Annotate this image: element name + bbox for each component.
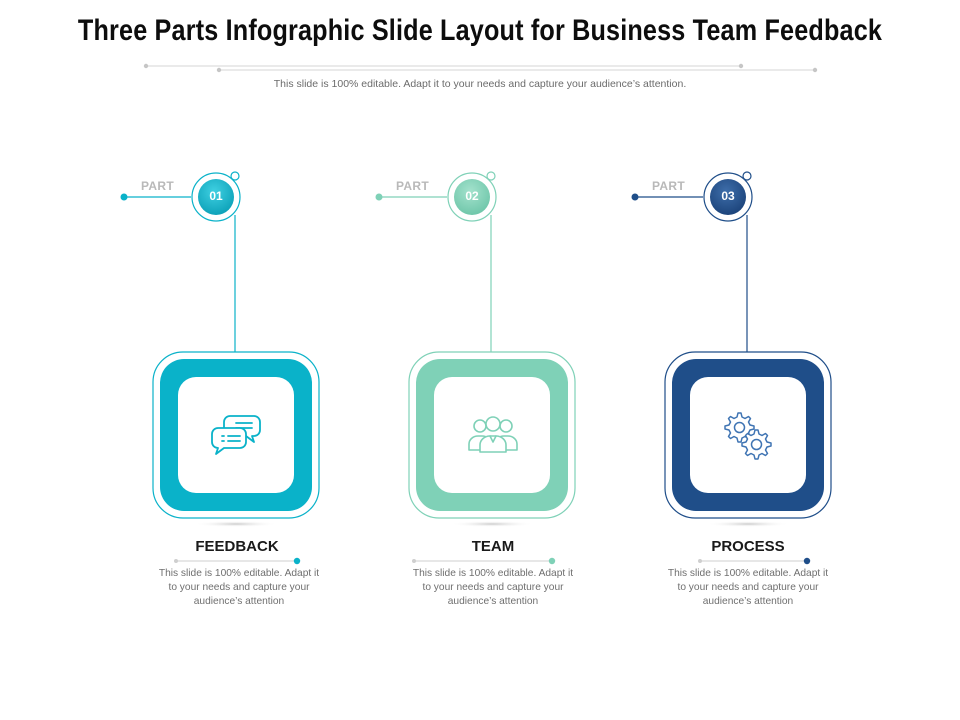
part-1-title: FEEDBACK <box>195 538 279 555</box>
part-1-number: 01 <box>209 189 223 203</box>
gears-icon <box>724 412 772 460</box>
part-2-title: TEAM <box>471 538 515 555</box>
slide-title: Three Parts Infographic Slide Layout for… <box>77 14 883 47</box>
part-1-label: PART <box>141 179 174 193</box>
part-3-title: PROCESS <box>711 538 785 555</box>
chat-bubbles-icon <box>211 415 261 455</box>
part-3-number: 03 <box>721 189 735 203</box>
part-2-label: PART <box>396 179 429 193</box>
team-people-icon <box>468 416 518 453</box>
slide-subtitle: This slide is 100% editable. Adapt it to… <box>273 78 687 90</box>
part-2-description: This slide is 100% editable. Adapt it to… <box>412 568 574 607</box>
part-3-label: PART <box>652 179 685 193</box>
part-2-number: 02 <box>465 189 479 203</box>
part-1-description: This slide is 100% editable. Adapt it to… <box>158 568 320 607</box>
part-3-description: This slide is 100% editable. Adapt it to… <box>667 568 829 607</box>
